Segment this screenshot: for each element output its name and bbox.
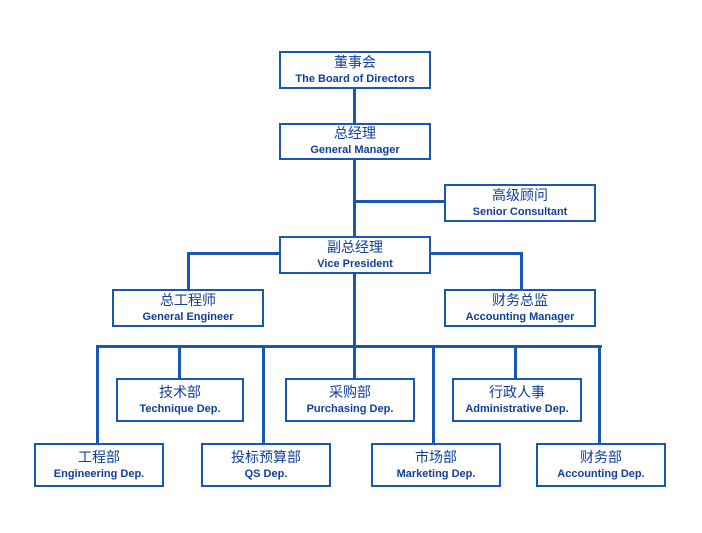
node-marketing-dep: 市场部 Marketing Dep. [371,443,501,487]
connector-board-gm [353,87,356,123]
node-label-zh: 董事会 [334,54,376,71]
connector-vp-departments [353,272,356,347]
node-general-engineer: 总工程师 General Engineer [112,289,264,327]
node-label-en: Marketing Dep. [396,467,476,480]
node-administrative-dep: 行政人事 Administrative Dep. [452,378,582,422]
node-label-zh: 高级顾问 [492,187,548,204]
node-vice-president: 副总经理 Vice President [279,236,431,274]
connector-technique [178,345,181,378]
node-label-zh: 技术部 [159,384,201,401]
node-label-zh: 总工程师 [160,292,216,309]
node-general-manager: 总经理 General Manager [279,123,431,160]
connector-qs [262,345,265,443]
node-label-en: Purchasing Dep. [306,402,394,415]
node-label-en: Administrative Dep. [465,402,569,415]
connector-engineering [96,345,99,443]
node-label-en: Technique Dep. [139,402,221,415]
node-technique-dep: 技术部 Technique Dep. [116,378,244,422]
node-accounting-manager: 财务总监 Accounting Manager [444,289,596,327]
connector-departments-bus [96,345,602,348]
connector-consultant [353,200,445,203]
node-label-en: Accounting Manager [465,310,575,323]
node-board: 董事会 The Board of Directors [279,51,431,89]
connector-marketing [432,345,435,443]
node-label-zh: 工程部 [78,449,120,466]
node-senior-consultant: 高级顾问 Senior Consultant [444,184,596,222]
node-purchasing-dep: 采购部 Purchasing Dep. [285,378,415,422]
connector-gm-vp [353,158,356,236]
node-label-zh: 财务总监 [492,292,548,309]
connector-administrative [514,345,517,378]
node-label-zh: 投标预算部 [231,449,301,466]
node-label-zh: 总经理 [334,126,376,142]
node-label-en: Vice President [317,257,393,270]
node-label-en: QS Dep. [244,467,288,480]
node-label-en: Accounting Dep. [557,467,645,480]
node-label-zh: 市场部 [415,449,457,466]
node-label-en: General Engineer [142,310,234,323]
node-accounting-dep: 财务部 Accounting Dep. [536,443,666,487]
connector-left-drop [187,252,190,289]
node-qs-dep: 投标预算部 QS Dep. [201,443,331,487]
node-label-en: Engineering Dep. [53,467,145,480]
node-engineering-dep: 工程部 Engineering Dep. [34,443,164,487]
node-label-en: Senior Consultant [472,205,568,218]
connector-right-drop [520,252,523,289]
node-label-en: General Manager [310,144,400,156]
connector-accounting [598,345,601,443]
connector-purchasing [353,345,356,378]
node-label-zh: 行政人事 [489,384,545,401]
node-label-zh: 副总经理 [327,239,383,256]
node-label-zh: 财务部 [580,449,622,466]
node-label-en: The Board of Directors [295,72,415,85]
node-label-zh: 采购部 [329,384,371,401]
